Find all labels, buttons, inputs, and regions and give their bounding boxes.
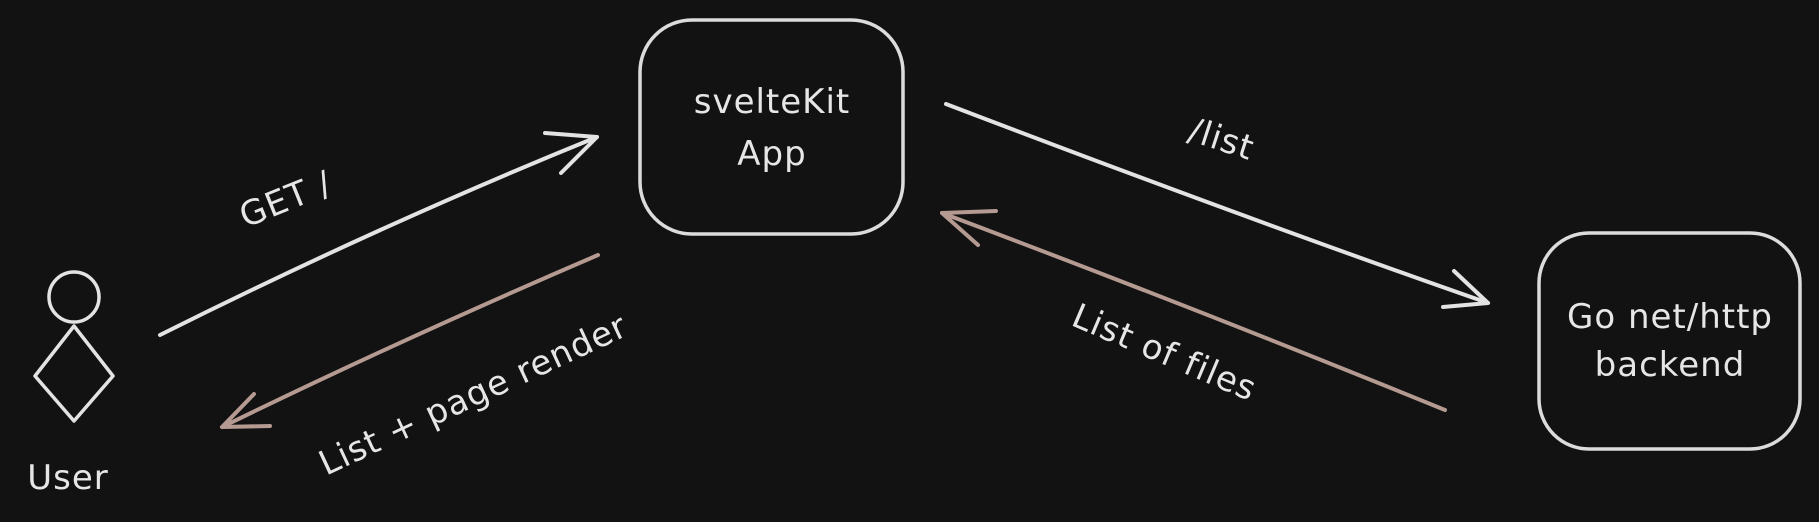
list-files-arrow: List of files [940, 209, 1447, 412]
user-label: User [27, 458, 109, 498]
go-backend-node: Go net/http backend [1537, 231, 1802, 451]
list-render-label: List + page render [313, 306, 634, 484]
go-backend-box [1537, 231, 1802, 451]
go-backend-label-line2: backend [1595, 345, 1746, 385]
get-root-arrowhead [543, 131, 599, 175]
user-head-icon [47, 270, 101, 324]
list-render-arrow: List + page render [220, 253, 634, 484]
sveltekit-app-label-line1: svelteKit [694, 82, 851, 122]
list-request-label: /list [1184, 110, 1260, 169]
get-root-arrow: GET / [158, 131, 599, 337]
list-request-arrow: /list [944, 102, 1490, 309]
sveltekit-app-node: svelteKit App [638, 18, 905, 236]
list-render-arrow-line [220, 253, 600, 429]
list-files-arrowhead [940, 209, 998, 247]
get-root-label: GET / [234, 163, 338, 236]
go-backend-label-line1: Go net/http [1567, 297, 1773, 337]
sveltekit-app-label-line2: App [737, 134, 806, 174]
list-files-arrow-line [940, 211, 1447, 412]
list-request-arrow-line [944, 102, 1490, 305]
list-request-arrowhead [1441, 269, 1490, 309]
get-root-arrow-line [158, 135, 599, 337]
list-files-label: List of files [1066, 296, 1262, 410]
sveltekit-app-box [638, 18, 905, 236]
user-actor: User [27, 270, 115, 498]
list-render-arrowhead [220, 392, 272, 429]
user-body-icon [33, 324, 115, 423]
